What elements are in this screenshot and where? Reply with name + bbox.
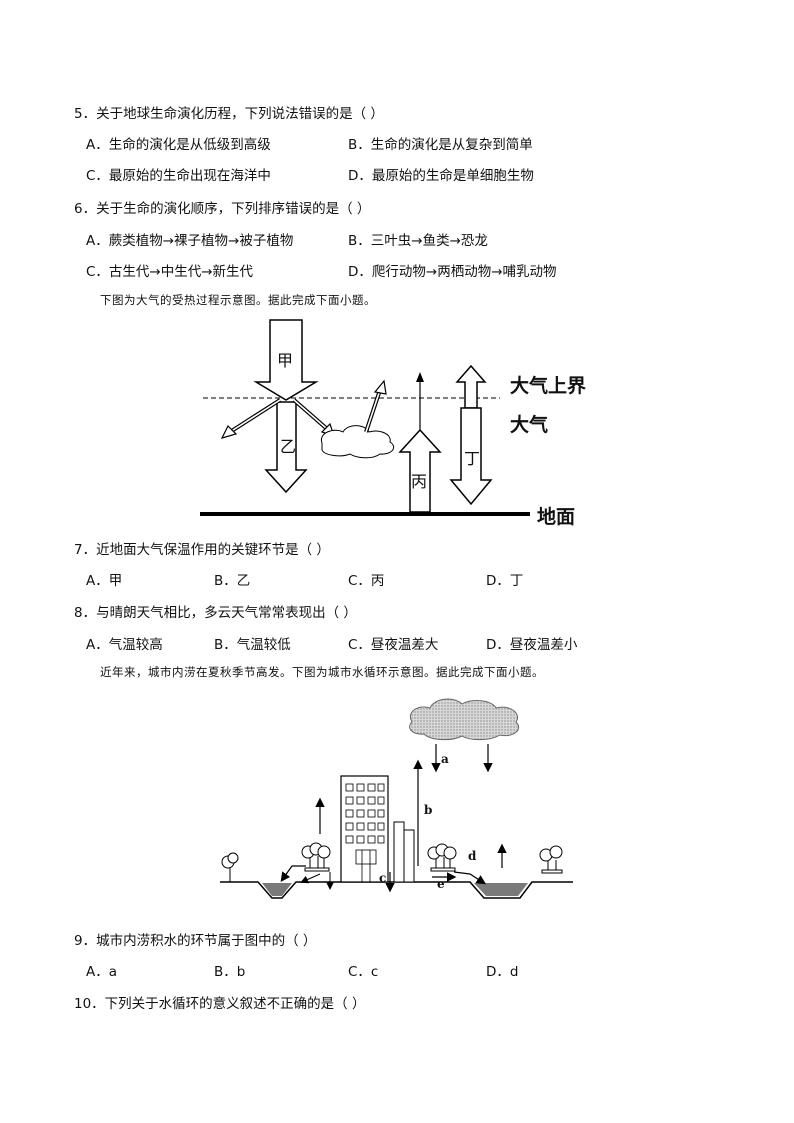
- question-7-option-b: B．乙: [214, 573, 251, 589]
- pond-left: [262, 883, 292, 896]
- question-8-option-a: A．气温较高: [86, 637, 163, 653]
- question-7-option-a: A．甲: [86, 573, 123, 589]
- question-8-option-c: C．昼夜温差大: [348, 637, 439, 653]
- label-yi: 乙: [280, 437, 297, 456]
- label-jia: 甲: [277, 351, 294, 370]
- trees-near-building: [301, 842, 331, 872]
- rain-cloud: [409, 698, 520, 741]
- arrow-subsurface-left: [300, 873, 321, 884]
- label-d: d: [468, 849, 477, 863]
- question-5-option-b: B．生命的演化是从复杂到简单: [348, 137, 533, 153]
- tall-building: [340, 775, 389, 883]
- label-atmosphere-top: 大气上界: [510, 375, 587, 397]
- intro-urban-water-cycle: 近年来，城市内涝在夏秋季节高发。下图为城市水循环示意图。据此完成下面小题。: [100, 665, 544, 679]
- arrow-reflect-left: [220, 424, 238, 439]
- arrow-ground-escape: [416, 372, 424, 382]
- question-7-stem: 7．近地面大气保温作用的关键环节是（ ）: [74, 542, 330, 558]
- arrow-ding-up: [455, 364, 487, 409]
- arrow-to-cloud: [320, 422, 335, 437]
- intro-atmosphere-heating: 下图为大气的受热过程示意图。据此完成下面小题。: [100, 293, 376, 307]
- question-5-option-a: A．生命的演化是从低级到高级: [86, 137, 271, 153]
- trees-right: [539, 845, 563, 874]
- label-b: b: [424, 803, 433, 817]
- label-atmosphere: 大气: [510, 414, 549, 436]
- question-9-option-c: C．c: [348, 964, 379, 980]
- pond-right: [474, 883, 528, 896]
- trees-middle: [427, 843, 457, 872]
- question-9-option-a: A．a: [86, 964, 118, 980]
- question-8-option-b: B．气温较低: [214, 637, 291, 653]
- question-10-stem: 10．下列关于水循环的意义叙述不正确的是（ ）: [74, 996, 366, 1012]
- question-8-option-d: D．昼夜温差小: [486, 637, 578, 653]
- cloud: [320, 425, 395, 459]
- small-building-2: [403, 829, 415, 883]
- arrow-d: [453, 871, 487, 885]
- label-ding: 丁: [464, 449, 481, 468]
- small-building-1: [393, 821, 405, 883]
- question-7-option-d: D．丁: [486, 573, 524, 589]
- question-5-stem: 5．关于地球生命演化历程，下列说法错误的是（ ）: [74, 106, 384, 122]
- question-9-option-b: B．b: [214, 964, 246, 980]
- question-7-option-c: C．丙: [348, 573, 385, 589]
- question-6-option-d: D．爬行动物→两栖动物→哺乳动物: [348, 264, 557, 280]
- label-bing: 丙: [411, 472, 428, 491]
- question-6-option-b: B．三叶虫→鱼类→恐龙: [348, 233, 488, 249]
- question-9-option-d: D．d: [486, 964, 519, 980]
- question-9-stem: 9．城市内涝积水的环节属于图中的（ ）: [74, 933, 317, 949]
- ground-profile: [220, 881, 573, 899]
- label-c: c: [379, 871, 387, 885]
- question-5-option-d: D．最原始的生命是单细胞生物: [348, 168, 534, 184]
- arrow-cloud-reflect: [373, 379, 387, 395]
- label-a: a: [441, 752, 449, 766]
- question-6-stem: 6．关于生命的演化顺序，下列排序错误的是（ ）: [74, 201, 371, 217]
- question-8-stem: 8．与晴朗天气相比，多云天气常常表现出（ ）: [74, 605, 357, 621]
- label-e: e: [437, 877, 445, 891]
- arrow-runoff-left: [280, 865, 306, 882]
- question-5-option-c: C．最原始的生命出现在海洋中: [86, 168, 271, 184]
- label-ground: 地面: [537, 506, 576, 528]
- question-6-option-a: A．蕨类植物→裸子植物→被子植物: [86, 233, 294, 249]
- tree-left: [221, 852, 239, 882]
- question-6-option-c: C．古生代→中生代→新生代: [86, 264, 254, 280]
